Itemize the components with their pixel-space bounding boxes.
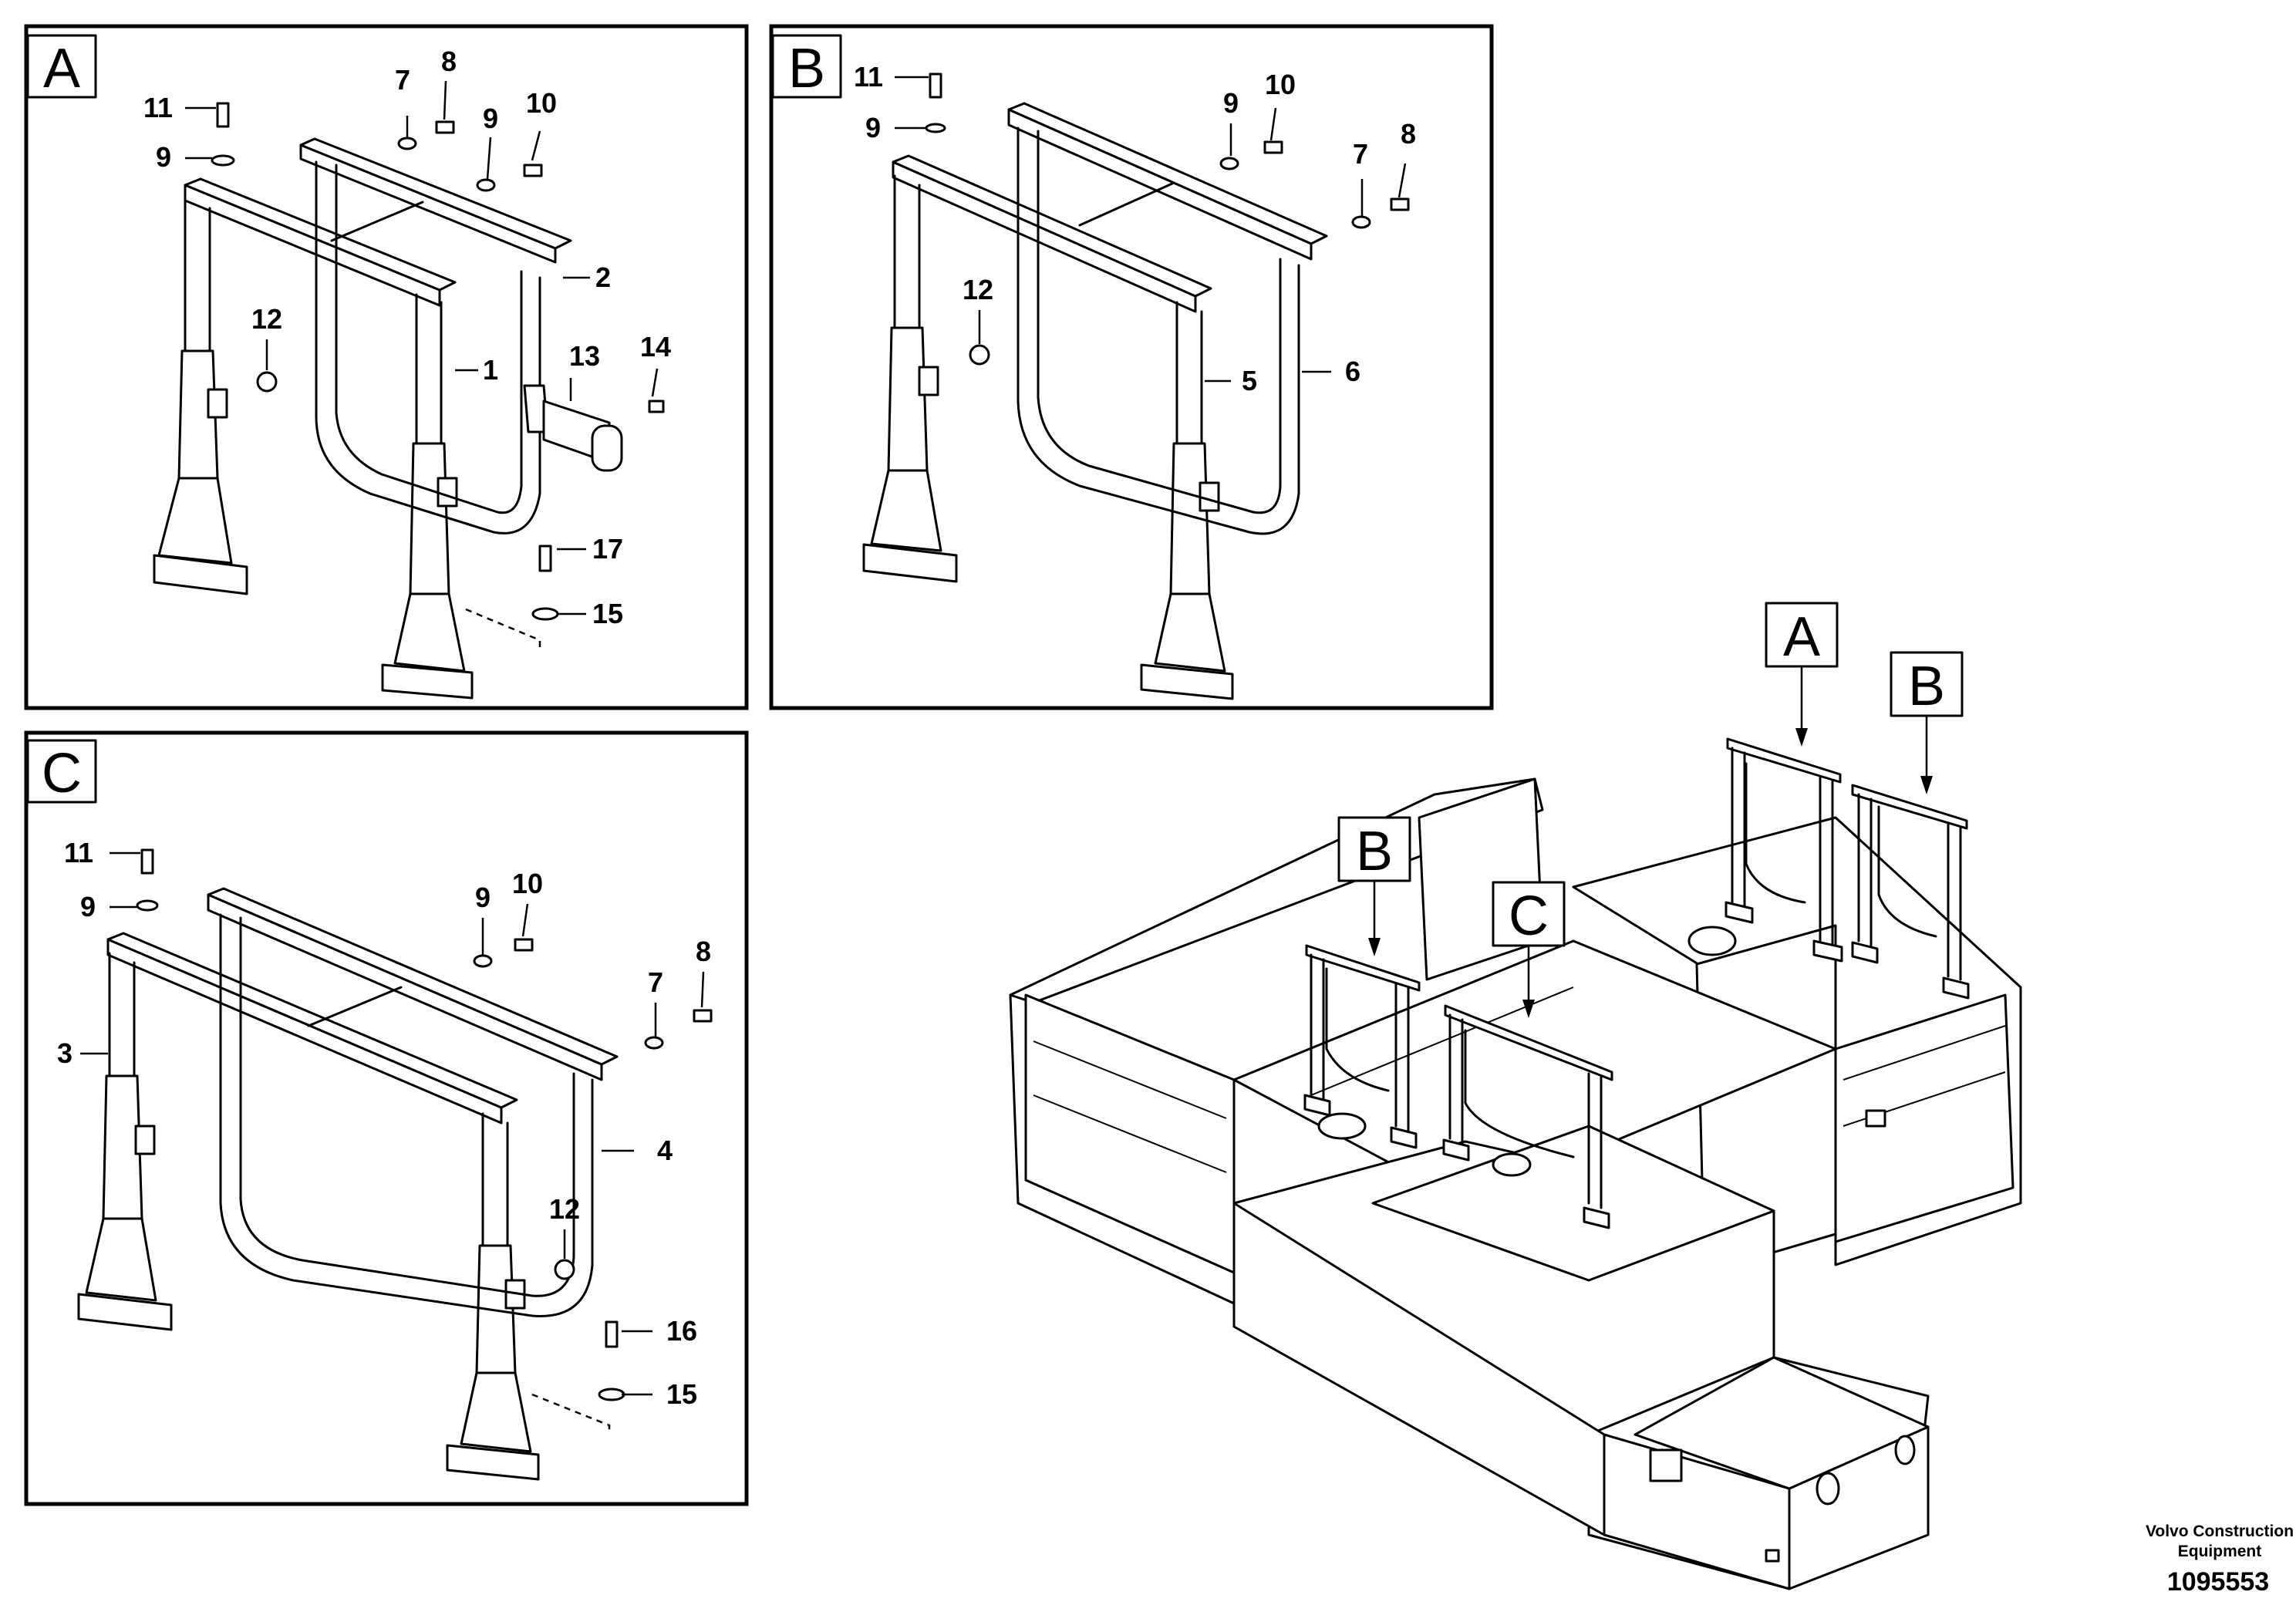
credit-line-2: Equipment (2178, 1543, 2262, 1560)
machine-handrail-c (1442, 1004, 1613, 1229)
panel-c-letter-box (26, 739, 97, 804)
callout-c-11: 11 (64, 837, 93, 868)
callout-a-8: 8 (441, 46, 457, 77)
callout-b-5: 5 (1242, 365, 1257, 396)
callout-a-7: 7 (395, 64, 410, 96)
callout-a-12: 12 (251, 303, 282, 335)
callout-c-4: 4 (657, 1135, 673, 1166)
handrail-assembly-c (77, 848, 713, 1481)
callout-c-12: 12 (549, 1193, 580, 1225)
panel-a: A (24, 24, 749, 710)
callout-b-9b: 9 (1223, 87, 1239, 119)
callout-a-9a: 9 (156, 141, 171, 173)
callout-a-13: 13 (569, 340, 600, 372)
callout-a-17: 17 (592, 533, 623, 565)
callout-a-14: 14 (640, 331, 671, 363)
callout-b-10: 10 (1265, 69, 1296, 100)
machine-handrail-b-right (1851, 784, 1970, 1000)
callout-b-6: 6 (1345, 356, 1360, 387)
machine-overview: A B B C (1009, 602, 2022, 1590)
panel-b: B (769, 24, 1494, 710)
handrail-assembly-a (153, 102, 665, 700)
panel-a-letter-box (26, 34, 97, 99)
callout-b-7: 7 (1353, 138, 1368, 170)
callout-c-9b: 9 (475, 882, 491, 913)
callout-c-10: 10 (512, 868, 543, 899)
location-tag-b-right: B (1908, 656, 1945, 717)
panel-c-letter: C (42, 743, 82, 804)
machine-handrail-a (1725, 737, 1843, 963)
location-tag-b-left: B (1356, 821, 1393, 882)
callout-b-11: 11 (854, 61, 883, 93)
location-tag-a: A (1783, 606, 1820, 668)
figure-number: 1095553 (2167, 1567, 2269, 1597)
machine-handrail-b-left (1303, 944, 1421, 1149)
callout-b-12: 12 (963, 274, 993, 305)
location-tag-box-a (1765, 602, 1839, 668)
callout-a-10: 10 (526, 87, 557, 119)
callout-a-9b: 9 (483, 103, 498, 134)
location-tag-box-c (1492, 881, 1566, 947)
credit-line-1: Volvo Construction (2146, 1523, 2294, 1540)
callout-a-11: 11 (143, 92, 173, 123)
callout-c-7: 7 (648, 966, 663, 998)
callout-a-15: 15 (592, 598, 623, 629)
callout-c-15: 15 (666, 1378, 697, 1410)
handrail-assembly-b (862, 73, 1410, 700)
location-tag-c: C (1509, 885, 1549, 947)
callout-c-16: 16 (666, 1315, 697, 1347)
panel-b-letter: B (788, 38, 825, 99)
callout-c-3: 3 (57, 1037, 72, 1069)
callout-a-2: 2 (595, 261, 611, 293)
panel-c: C (24, 730, 749, 1506)
panel-a-letter: A (43, 38, 80, 99)
callout-c-8: 8 (696, 936, 711, 967)
panel-b-letter-box (771, 34, 842, 99)
callout-c-9a: 9 (80, 891, 96, 922)
callout-b-8: 8 (1401, 118, 1416, 150)
callout-a-1: 1 (483, 354, 498, 386)
callout-b-9a: 9 (865, 112, 881, 143)
